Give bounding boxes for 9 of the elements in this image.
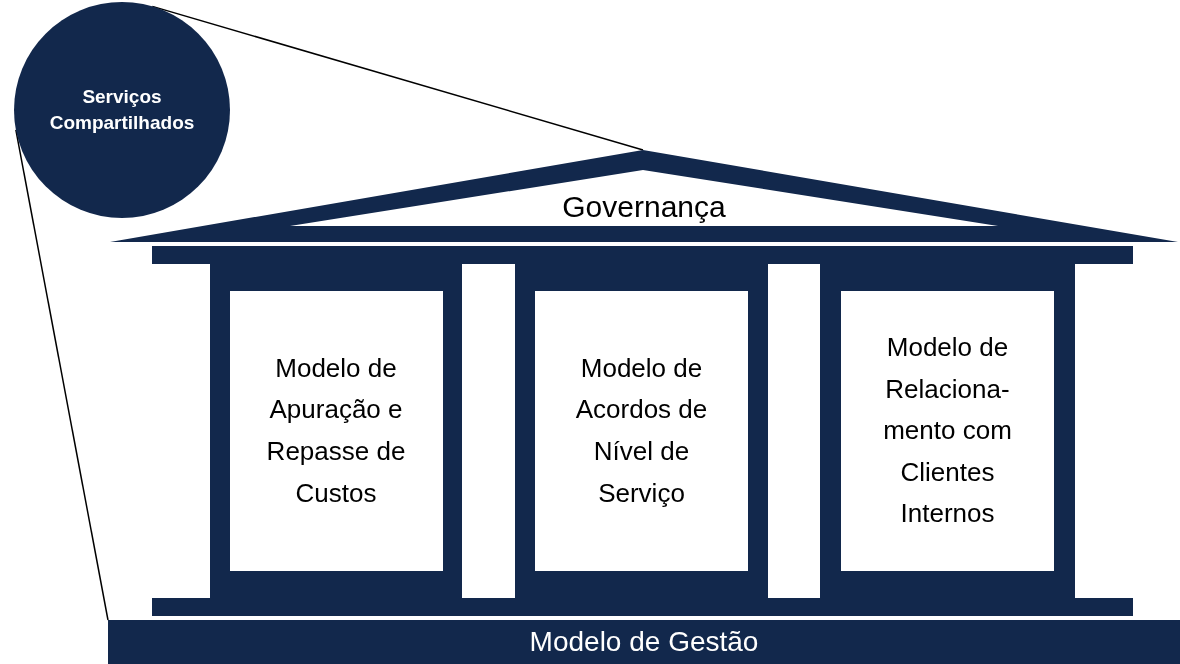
base-bar <box>108 620 1180 664</box>
base-label: Modelo de Gestão <box>529 626 759 658</box>
horizontal-bar <box>152 246 1133 264</box>
pillar-label: Modelo de Relaciona- mento com Clientes Internos <box>882 331 1013 531</box>
node-label: Serviços Compartilhados <box>48 85 196 135</box>
pillar-label: Modelo de Apuração e Repasse de Custos <box>265 351 407 510</box>
roof-label: Governança <box>562 190 726 224</box>
horizontal-bar <box>152 598 1133 616</box>
pillar-label: Modelo de Acordos de Nível de Serviço <box>574 351 709 510</box>
